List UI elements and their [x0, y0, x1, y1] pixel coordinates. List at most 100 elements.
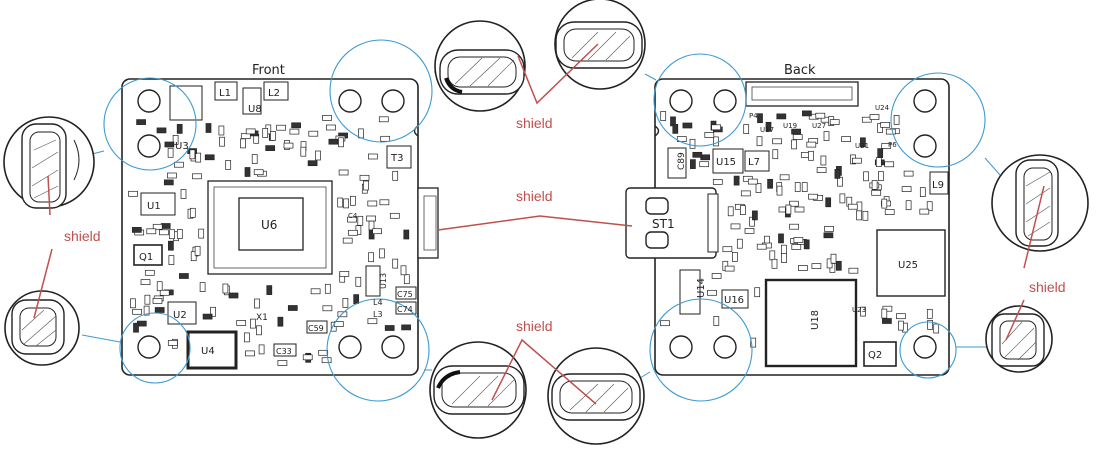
smd-component — [740, 205, 746, 215]
smd-component — [692, 151, 703, 158]
smd-component — [779, 174, 790, 181]
smd-component — [347, 216, 357, 223]
smd-component — [300, 146, 307, 157]
u2-box — [167, 301, 197, 325]
designator-u2: U2 — [173, 310, 187, 321]
shield-pad-inner — [441, 372, 517, 408]
designator-st1: ST1 — [652, 217, 675, 231]
pad-edge — [73, 139, 80, 181]
smd-component — [860, 137, 866, 148]
designator-u13: U13 — [379, 273, 388, 289]
smd-component — [244, 167, 251, 177]
designator-c74: C74 — [397, 305, 413, 314]
hatch — [451, 375, 515, 407]
smd-component — [379, 199, 390, 206]
mount-hole — [669, 89, 693, 113]
smd-component — [926, 201, 933, 212]
smd-component — [342, 237, 353, 244]
back-notch — [654, 125, 660, 137]
smd-component — [245, 128, 256, 135]
smd-component — [146, 228, 157, 235]
smd-component — [722, 246, 733, 253]
zoom-ring-back-bottom-right — [899, 321, 957, 379]
smd-component — [169, 229, 175, 240]
smd-component — [225, 160, 232, 170]
smd-component — [380, 135, 391, 142]
shield-pad — [555, 21, 643, 69]
c33-box — [273, 343, 297, 357]
designator-u16: U16 — [724, 295, 744, 306]
zoom-ring-front-bottom-left — [119, 312, 191, 384]
smd-component — [144, 269, 155, 276]
zoom-ring-back-top-left — [653, 53, 747, 147]
smd-component — [152, 298, 163, 304]
mount-hole — [913, 89, 937, 113]
mount-hole — [338, 335, 362, 359]
shield-label-bottom: shield — [516, 318, 553, 334]
smd-component — [218, 125, 225, 136]
smd-component — [143, 305, 150, 316]
smd-component — [815, 112, 826, 119]
mount-hole — [381, 89, 405, 113]
smd-component — [368, 252, 374, 263]
smd-component — [736, 238, 743, 249]
smd-component — [160, 223, 171, 229]
smd-component — [355, 276, 362, 287]
u16-box — [721, 289, 749, 309]
mount-hole — [381, 335, 405, 359]
smd-component — [174, 161, 184, 168]
smd-component — [172, 135, 179, 145]
detail-left-bottom — [4, 290, 80, 366]
smd-component — [228, 292, 239, 299]
smd-component — [339, 271, 350, 277]
smd-component — [880, 122, 891, 128]
designator-c4: C4 — [348, 212, 358, 220]
smd-component — [823, 131, 830, 141]
smd-component — [829, 119, 840, 125]
smd-component — [189, 207, 196, 218]
smd-component — [163, 179, 174, 186]
smd-component — [367, 200, 378, 207]
smd-component — [289, 128, 300, 135]
smd-component — [379, 248, 385, 259]
smd-component — [265, 145, 276, 151]
designator-u8: U8 — [248, 104, 262, 115]
designator-l2: L2 — [268, 88, 280, 99]
smd-component — [781, 253, 787, 263]
smd-component — [750, 337, 757, 348]
smd-component — [251, 154, 258, 164]
back-board — [625, 78, 950, 376]
smd-component — [798, 265, 808, 271]
shield-pad-inner — [999, 320, 1037, 360]
smd-component — [871, 189, 882, 196]
smd-component — [240, 138, 246, 149]
smd-component — [315, 150, 321, 161]
back-view-label: Back — [784, 63, 816, 78]
designator-q1: Q1 — [139, 252, 153, 263]
connector — [644, 73, 657, 81]
detail-top-right — [554, 0, 646, 90]
u3-box — [169, 85, 203, 121]
smd-component — [791, 128, 801, 135]
smd-component — [771, 258, 778, 269]
smd-component — [765, 121, 772, 132]
st1-pad-top — [645, 197, 669, 215]
mount-hole — [669, 335, 693, 359]
smd-component — [733, 175, 740, 186]
designator-c89: C89 — [677, 152, 687, 170]
smd-component — [676, 136, 687, 142]
st1-pin-row — [707, 193, 719, 253]
smd-component — [131, 227, 142, 233]
smd-component — [713, 316, 720, 326]
designator-l4: L4 — [373, 298, 383, 307]
smd-component — [258, 344, 265, 355]
designator-q2: Q2 — [868, 350, 882, 361]
smd-component — [744, 228, 755, 234]
zoom-ring-back-bottom-left — [649, 298, 753, 402]
smd-component — [219, 136, 225, 147]
designator-l9: L9 — [932, 180, 944, 191]
solder-edge — [436, 370, 461, 389]
smd-component — [401, 324, 411, 331]
smd-component — [338, 169, 349, 176]
mount-hole — [713, 335, 737, 359]
